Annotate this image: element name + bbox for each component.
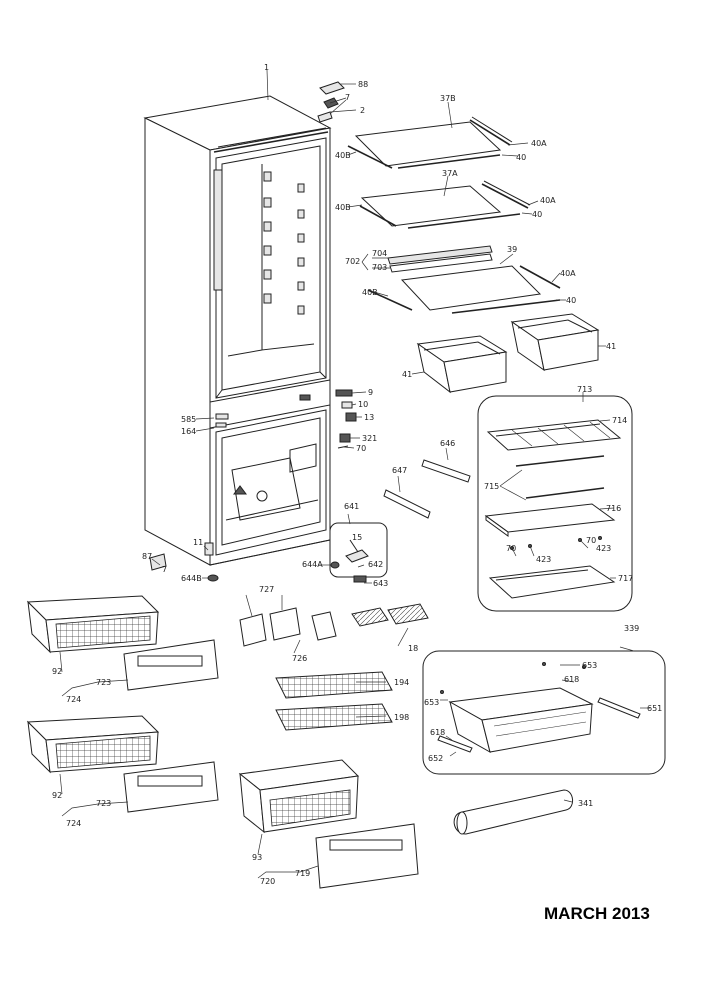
callout-92b: 92 — [52, 791, 62, 800]
callout-40a-1: 40A — [531, 139, 547, 148]
callout-715: 715 — [484, 482, 499, 491]
callout-10: 10 — [358, 400, 368, 409]
callout-717: 717 — [618, 574, 633, 583]
wire-shelf-194 — [275, 671, 393, 699]
callout-703: 703 — [372, 263, 387, 272]
callout-194: 194 — [394, 678, 409, 687]
control-parts — [215, 389, 357, 449]
callout-41a: 41 — [606, 342, 616, 351]
callout-40b-2: 40B — [335, 203, 351, 212]
callout-198: 198 — [394, 713, 409, 722]
callout-39: 39 — [507, 245, 517, 254]
callout-641: 641 — [344, 502, 359, 511]
wire-shelf-198 — [275, 703, 393, 731]
callout-321: 321 — [362, 434, 377, 443]
freezer-drawer-middle — [26, 715, 219, 813]
callout-704: 704 — [372, 249, 387, 258]
callout-40a-3: 40A — [560, 269, 576, 278]
callout-88: 88 — [358, 80, 368, 89]
callout-653b: 653 — [424, 698, 439, 707]
callout-93: 93 — [252, 853, 262, 862]
callout-2: 2 — [360, 106, 365, 115]
callout-644a: 644A — [302, 560, 323, 569]
callout-653a: 653 — [582, 661, 597, 670]
callout-164: 164 — [181, 427, 196, 436]
callout-87: 87 — [142, 552, 152, 561]
callout-70b: 70 — [506, 544, 516, 553]
basket-18 — [351, 603, 429, 627]
callout-70c: 70 — [586, 536, 596, 545]
callout-11: 11 — [193, 538, 203, 547]
callout-423a: 423 — [596, 544, 611, 553]
callout-92a: 92 — [52, 667, 62, 676]
callout-18: 18 — [408, 644, 418, 653]
callout-724b: 724 — [66, 819, 81, 828]
callout-339: 339 — [624, 624, 639, 633]
callout-723b: 723 — [96, 799, 111, 808]
callout-40b-1: 40B — [335, 151, 351, 160]
footer-date: MARCH 2013 — [544, 904, 650, 923]
callout-70a: 70 — [356, 444, 366, 453]
callout-41b: 41 — [402, 370, 412, 379]
cabinet-body — [143, 95, 332, 566]
callout-714: 714 — [612, 416, 627, 425]
freezer-drawer-bottom — [238, 759, 419, 889]
callout-647: 647 — [392, 466, 407, 475]
callout-719: 719 — [295, 869, 310, 878]
crisper-bin-right — [510, 313, 600, 372]
callout-726: 726 — [292, 654, 307, 663]
callout-37a: 37A — [442, 169, 458, 178]
hinge-parts-top — [317, 81, 345, 123]
callout-652: 652 — [428, 754, 443, 763]
freezer-drawer-top — [26, 595, 219, 691]
callout-646: 646 — [440, 439, 455, 448]
callout-585: 585 — [181, 415, 196, 424]
callout-724a: 724 — [66, 695, 81, 704]
callout-618b: 618 — [430, 728, 445, 737]
clips-727-726 — [239, 607, 337, 647]
callout-9: 9 — [368, 388, 373, 397]
callout-1: 1 — [264, 63, 269, 72]
foot-parts — [149, 553, 340, 582]
callout-651: 651 — [647, 704, 662, 713]
callout-40-3: 40 — [566, 296, 576, 305]
callout-723a: 723 — [96, 678, 111, 687]
tube-341 — [453, 789, 573, 835]
callout-702: 702 — [345, 257, 360, 266]
callout-labels: 1 88 7 2 37B 40A 40B 40 37A 40A 40B 40 7… — [52, 63, 662, 886]
callout-720: 720 — [260, 877, 275, 886]
glass-shelf-37a — [359, 180, 531, 229]
callout-341: 341 — [578, 799, 593, 808]
door-bin-group-339 — [422, 650, 666, 775]
box-641 — [329, 522, 388, 583]
callout-618a: 618 — [564, 675, 579, 684]
callout-716: 716 — [606, 504, 621, 513]
glass-shelf-39 — [367, 245, 561, 314]
callout-15: 15 — [352, 533, 362, 542]
callout-7b: 7 — [162, 565, 167, 574]
icemaker-group-713 — [477, 395, 633, 612]
callout-642: 642 — [368, 560, 383, 569]
callout-644b: 644B — [181, 574, 202, 583]
crisper-bin-left — [416, 335, 508, 394]
callout-40-1: 40 — [516, 153, 526, 162]
callout-713: 713 — [577, 385, 592, 394]
glass-shelf-37b — [347, 116, 513, 169]
callout-13: 13 — [364, 413, 374, 422]
leader-lines — [59, 69, 650, 879]
callout-40b-3: 40B — [362, 288, 378, 297]
callout-643: 643 — [373, 579, 388, 588]
callout-40a-2: 40A — [540, 196, 556, 205]
callout-7a: 7 — [345, 93, 350, 102]
callout-40-2: 40 — [532, 210, 542, 219]
callout-727: 727 — [259, 585, 274, 594]
callout-37b: 37B — [440, 94, 456, 103]
callout-423b: 423 — [536, 555, 551, 564]
rails-646-647 — [383, 459, 471, 519]
